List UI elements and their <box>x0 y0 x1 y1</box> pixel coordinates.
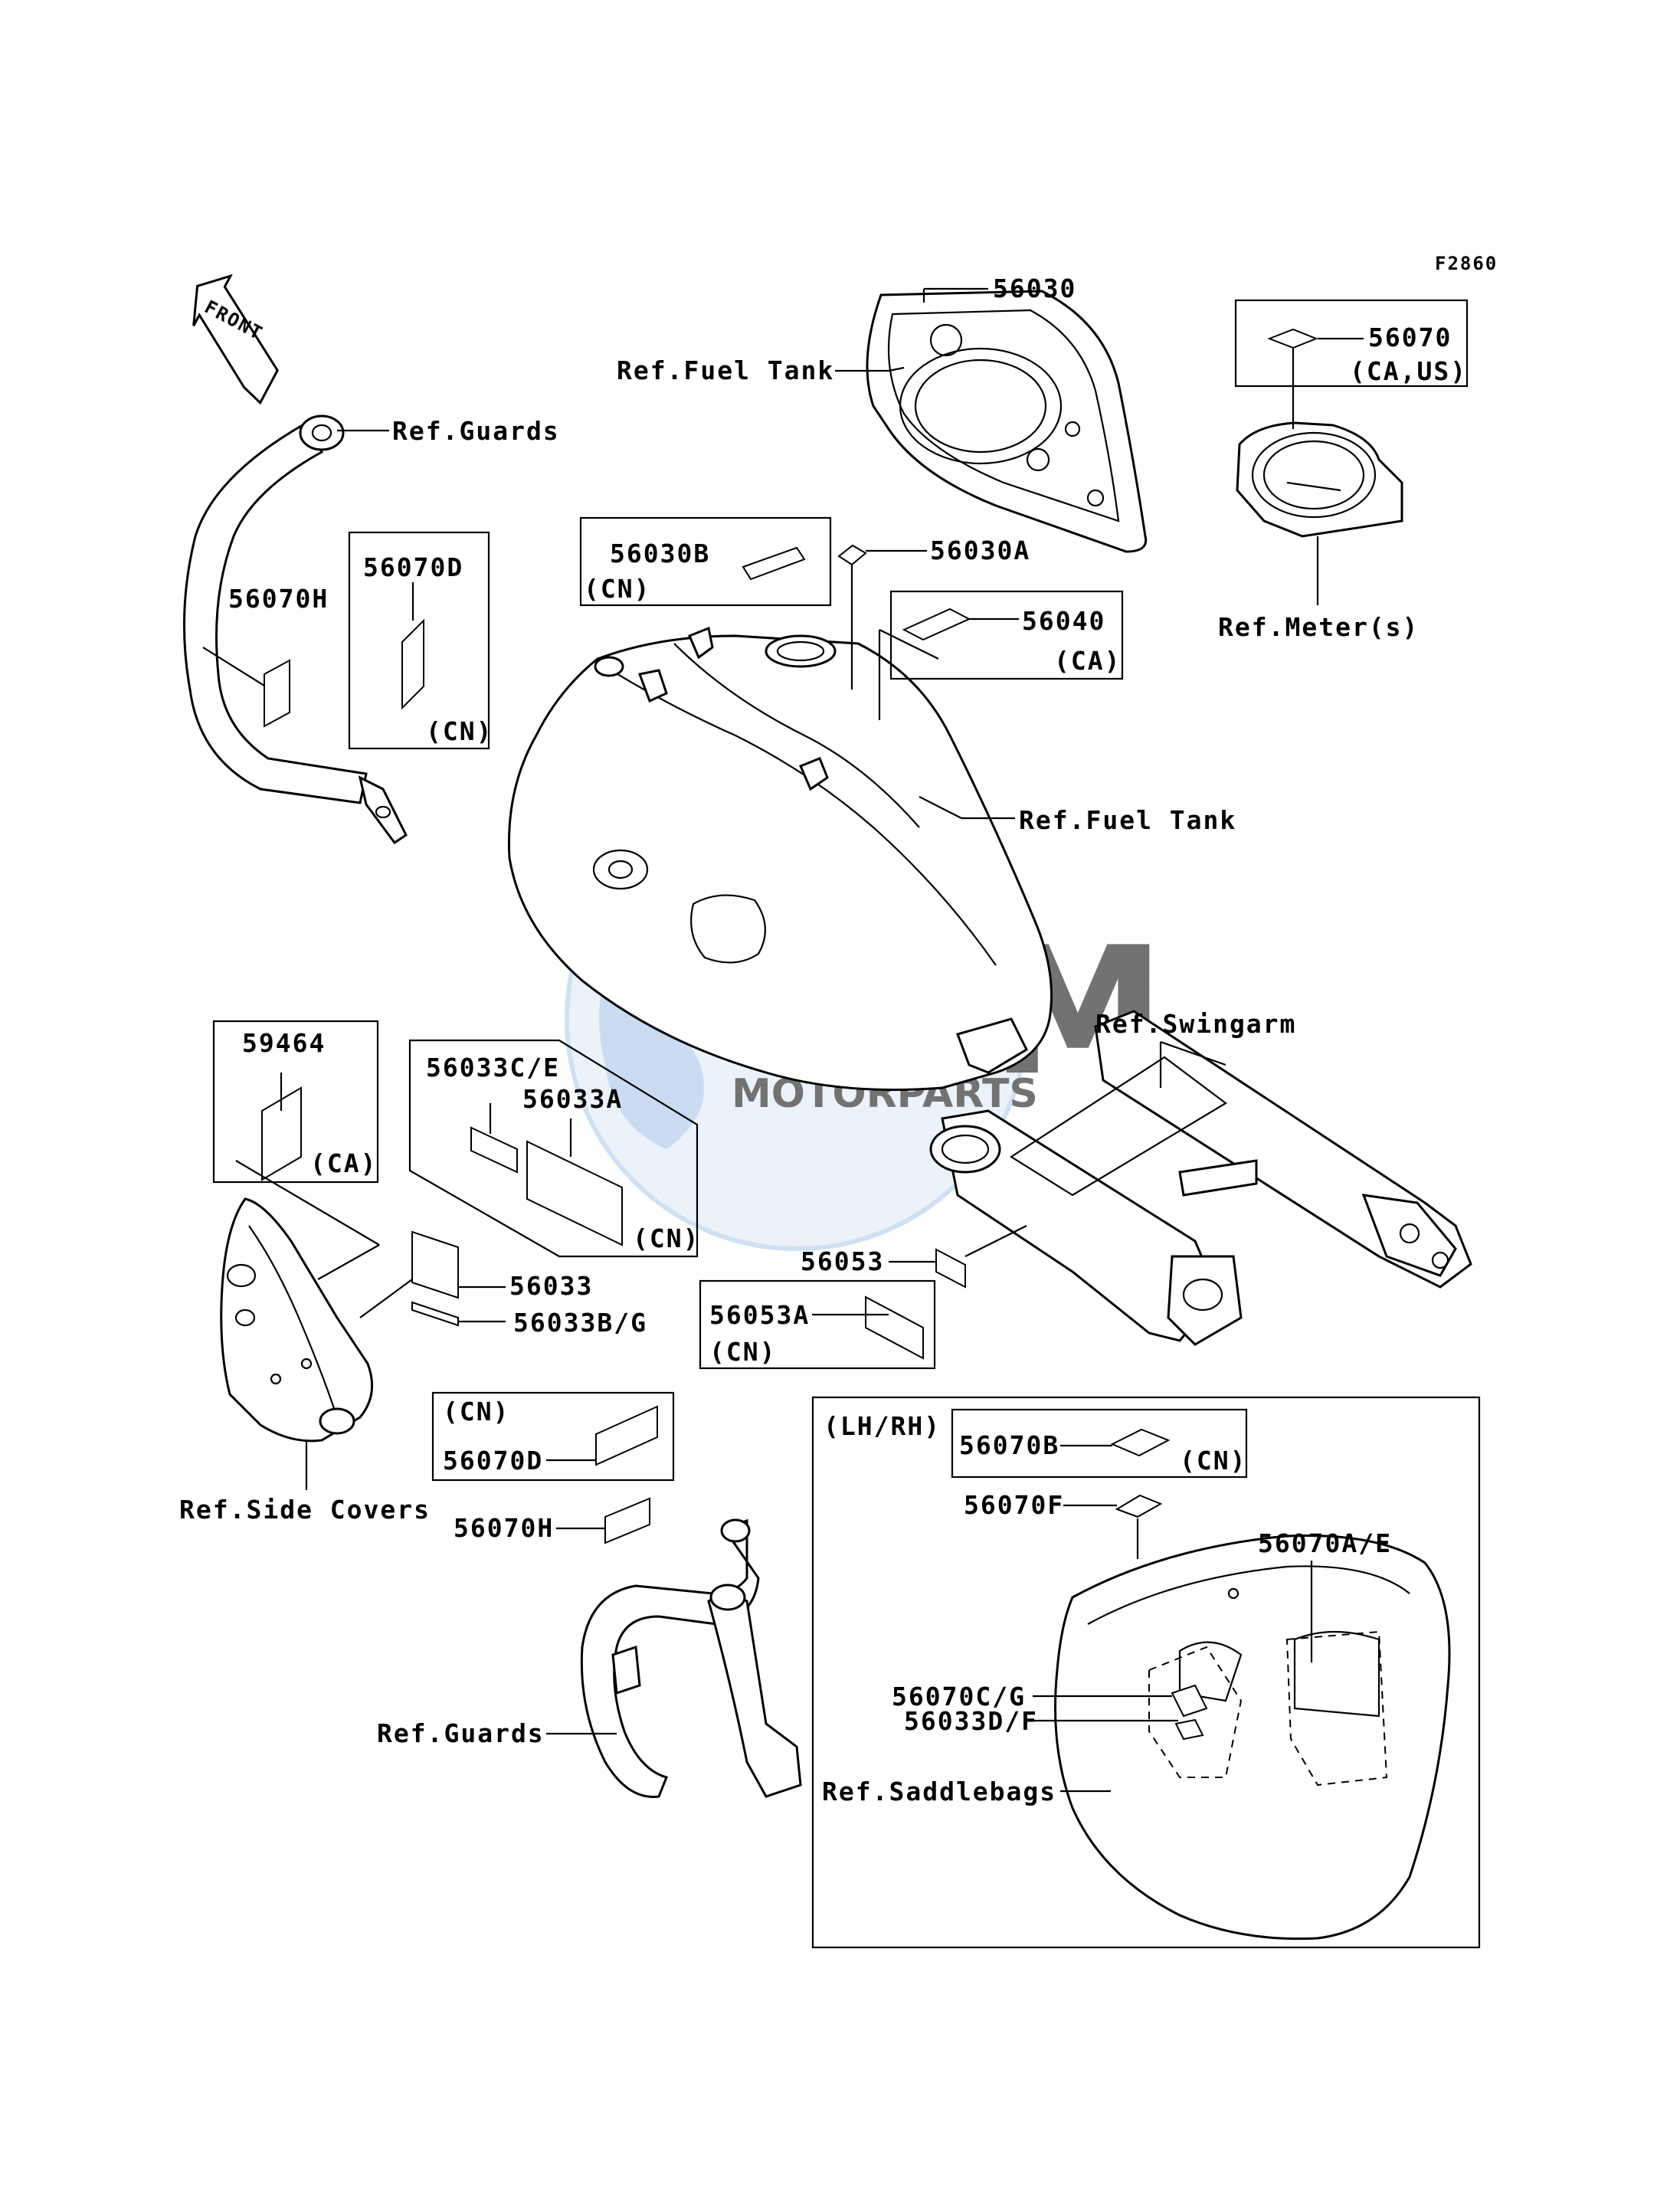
decal-56053A <box>865 1295 924 1360</box>
box-56070D-top <box>348 531 490 750</box>
ref-swingarm: Ref.Swingarm <box>1095 1009 1296 1039</box>
swingarm-drawing <box>929 1010 1472 1346</box>
decal-56033 <box>411 1230 459 1299</box>
label-56070CG: 56070C/G <box>892 1682 1026 1711</box>
tank-cover-drawing <box>866 290 1148 553</box>
label-56070B-note: (CN) <box>1180 1446 1246 1476</box>
label-56070H-mid: 56070H <box>454 1513 554 1543</box>
ref-guards-bottom: Ref.Guards <box>377 1718 545 1748</box>
decal-56033CE <box>470 1126 518 1174</box>
box-56070 <box>1234 299 1469 388</box>
label-56053A: 56053A <box>709 1300 810 1330</box>
label-56053: 56053 <box>801 1246 884 1276</box>
label-56070D-top: 56070D <box>363 552 463 582</box>
front-arrow-icon: FRONT <box>192 273 279 405</box>
side-cover-drawing <box>220 1197 374 1443</box>
label-56030: 56030 <box>993 273 1076 303</box>
label-56070H-top: 56070H <box>228 584 329 614</box>
decal-59464 <box>261 1086 302 1181</box>
decal-56070 <box>1267 328 1318 349</box>
ref-meter: Ref.Meter(s) <box>1218 612 1419 642</box>
label-56070D-mid: 56070D <box>443 1446 543 1476</box>
label-56033A: 56033A <box>522 1084 623 1114</box>
label-56070D-mid-note: (CN) <box>443 1397 509 1426</box>
decal-56040 <box>902 608 971 641</box>
ref-guards-top: Ref.Guards <box>392 416 560 446</box>
label-56053A-note: (CN) <box>709 1337 776 1367</box>
label-56033CE: 56033C/E <box>426 1053 560 1082</box>
saddlebag-drawing <box>1054 1534 1451 1941</box>
label-56070B: 56070B <box>959 1430 1059 1460</box>
label-56070AE: 56070A/E <box>1258 1528 1392 1558</box>
label-56070-note: (CA,US) <box>1350 356 1467 386</box>
decal-56033A <box>526 1140 623 1246</box>
label-56040-note: (CA) <box>1054 646 1121 676</box>
label-lhrh: (LH/RH) <box>824 1411 941 1441</box>
decal-56070H-mid <box>604 1497 650 1544</box>
label-56030A: 56030A <box>930 536 1030 565</box>
label-56040: 56040 <box>1022 606 1105 636</box>
figure-code: F2860 <box>1435 253 1498 274</box>
guard-top-drawing <box>182 414 408 845</box>
label-56070F: 56070F <box>964 1490 1064 1520</box>
labels: 56030 Ref.Fuel Tank 56070 (CA,US) Ref.Me… <box>179 273 1467 1806</box>
leader-lines <box>202 287 1364 1793</box>
label-56070D-top-note: (CN) <box>426 716 493 746</box>
decal-56070B <box>1110 1428 1171 1457</box>
decal-56033BG <box>411 1301 459 1327</box>
decal-56030B <box>742 546 806 581</box>
decal-56070D-top <box>401 618 424 710</box>
label-56033BG: 56033B/G <box>513 1308 647 1338</box>
fuel-tank-drawing <box>507 626 1053 1091</box>
label-56033: 56033 <box>509 1271 593 1301</box>
label-56033DF: 56033D/F <box>904 1706 1038 1736</box>
ref-fuel-tank-top: Ref.Fuel Tank <box>617 355 834 385</box>
label-56033A-note: (CN) <box>633 1223 699 1253</box>
label-56030B-note: (CN) <box>584 574 650 604</box>
meter-drawing <box>1236 421 1403 538</box>
label-56030B: 56030B <box>610 539 710 568</box>
box-56070D-mid <box>431 1391 675 1482</box>
ref-fuel-tank-mid: Ref.Fuel Tank <box>1019 805 1236 835</box>
decals <box>261 328 1318 1544</box>
box-saddlebag-group <box>811 1396 1481 1949</box>
ref-side-covers: Ref.Side Covers <box>179 1495 431 1525</box>
decal-56053 <box>935 1248 966 1289</box>
guard-bottom-drawing <box>580 1518 802 1798</box>
label-59464-note: (CA) <box>310 1148 377 1178</box>
box-56033A <box>408 1039 699 1258</box>
label-56070: 56070 <box>1368 323 1452 352</box>
decal-56070D-mid <box>595 1405 658 1466</box>
decal-56030A <box>837 544 867 566</box>
label-59464: 59464 <box>242 1028 326 1058</box>
box-56053A <box>699 1279 936 1370</box>
box-56070B <box>951 1408 1248 1479</box>
decal-56070F <box>1115 1494 1163 1518</box>
box-59464 <box>212 1020 379 1184</box>
box-56030B <box>579 516 832 607</box>
ref-saddlebags: Ref.Saddlebags <box>822 1777 1056 1806</box>
